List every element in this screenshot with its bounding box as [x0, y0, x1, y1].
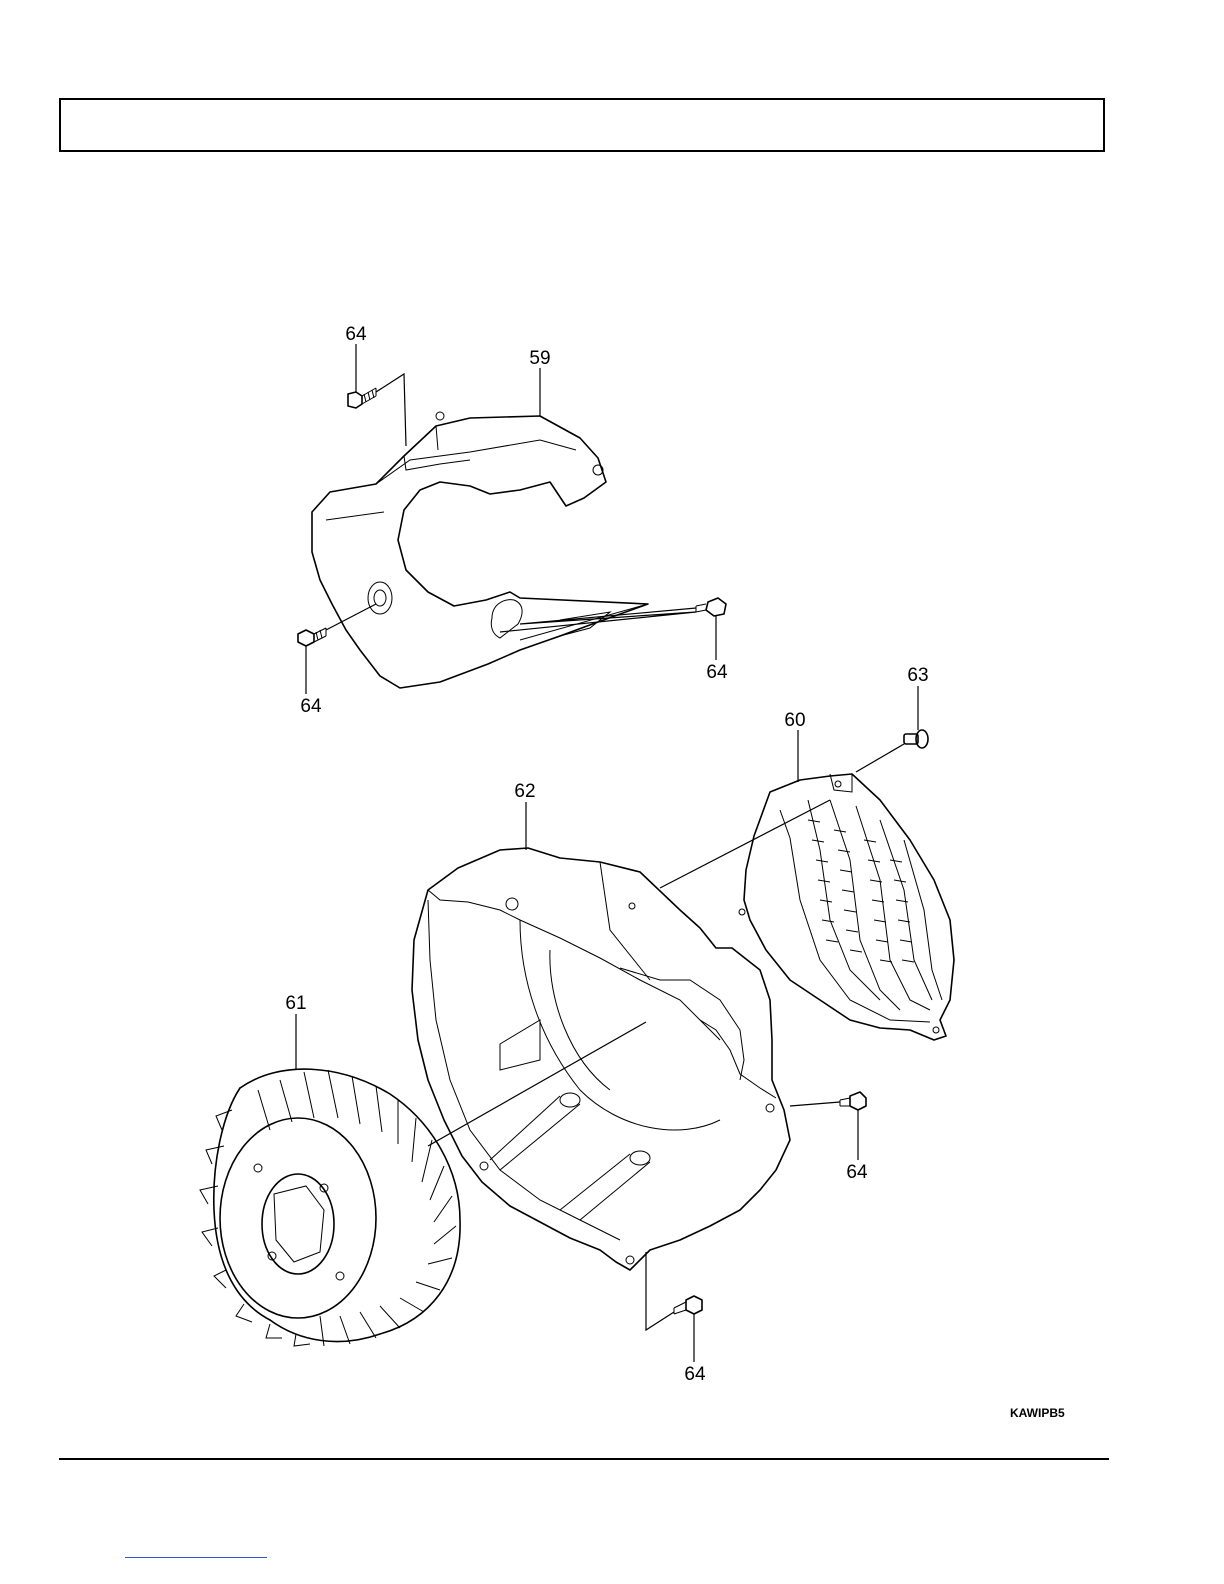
footer-rule	[59, 1458, 1109, 1460]
flywheel-fan-61	[200, 1069, 460, 1346]
callout-64-bottom: 64	[684, 1364, 706, 1385]
fan-housing-62	[412, 848, 790, 1270]
bolt-64-right-upper	[696, 598, 726, 616]
callout-64-left: 64	[300, 696, 322, 717]
callout-64-right-lower: 64	[846, 1162, 868, 1183]
screen-60	[739, 774, 954, 1040]
shroud-59	[312, 412, 648, 688]
callout-60: 60	[784, 710, 805, 731]
drawing-code: KAWIPB5	[1010, 1406, 1065, 1420]
callout-61: 61	[285, 993, 306, 1014]
bolt-64-left	[298, 628, 326, 646]
bolt-64-right-lower	[840, 1092, 866, 1110]
callout-labels: 64 59 64 64 63 60 62 61 64 64	[285, 324, 928, 1385]
callout-59: 59	[529, 348, 550, 369]
screw-63	[856, 730, 928, 772]
leader-lines	[296, 344, 918, 1362]
callout-64-right-upper: 64	[706, 662, 728, 683]
callout-64-top: 64	[345, 324, 367, 345]
footer-link-underline[interactable]	[125, 1557, 267, 1558]
bolt-64-top	[348, 388, 376, 408]
callout-63: 63	[907, 665, 928, 686]
bolt-64-bottom	[674, 1296, 702, 1314]
callout-62: 62	[514, 781, 535, 802]
